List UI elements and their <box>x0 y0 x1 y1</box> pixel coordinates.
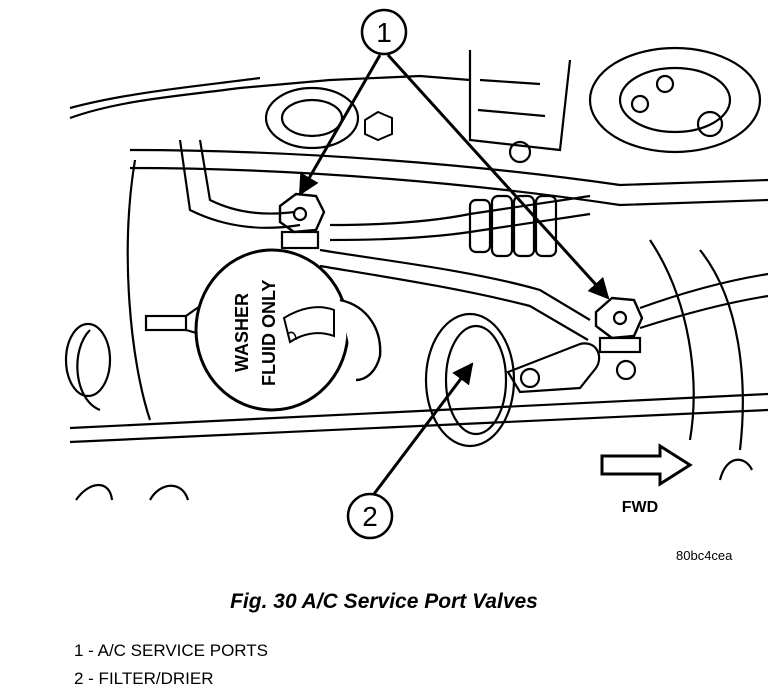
figure-caption: Fig. 30 A/C Service Port Valves <box>230 590 538 613</box>
callout-1-leaders <box>298 53 610 300</box>
washer-fluid-cap: WASHER FLUID ONLY <box>194 248 382 412</box>
callout-1: 1 <box>360 8 408 56</box>
figure-code: 80bc4cea <box>676 548 733 563</box>
engine-bay-line-art <box>64 46 768 501</box>
fwd-label: FWD <box>622 499 658 516</box>
windshield-washer-icon <box>282 306 335 344</box>
legend-item: 1 - A/C SERVICE PORTS <box>74 641 268 660</box>
callout-2: 2 <box>346 492 394 540</box>
engine-bay-diagram: WASHER FLUID ONLY 1 2 FWD <box>64 8 768 540</box>
legend: 1 - A/C SERVICE PORTS 2 - FILTER/DRIER <box>74 637 268 693</box>
callout-2-leader <box>372 362 474 495</box>
cap-text-line2: FLUID ONLY <box>259 280 279 386</box>
forward-arrow-icon <box>600 443 693 487</box>
callout-1-number: 1 <box>376 17 392 48</box>
cap-text-line1: WASHER <box>232 293 252 372</box>
callout-2-number: 2 <box>362 501 378 532</box>
legend-item: 2 - FILTER/DRIER <box>74 669 214 688</box>
